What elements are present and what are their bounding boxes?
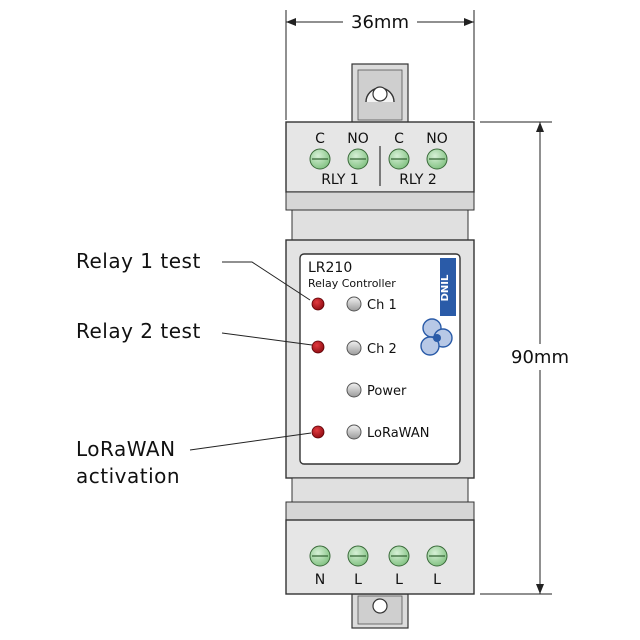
relay-1-test-button[interactable] — [311, 297, 325, 311]
terminal-screw[interactable] — [347, 148, 369, 170]
bottom-terminal-label: N — [315, 572, 325, 588]
led-label: Power — [367, 384, 407, 399]
terminal-screw[interactable] — [388, 545, 410, 567]
callout-label: Relay 1 test — [76, 249, 201, 273]
top-terminal-label: C — [315, 131, 325, 147]
top-terminal-label: NO — [426, 131, 448, 147]
din-clip-top — [351, 63, 409, 125]
width-dimension: 36mm — [285, 10, 475, 120]
height-dimension: 90mm — [480, 121, 576, 595]
bottom-terminal-label: L — [395, 572, 403, 588]
din-clip-bottom — [351, 593, 409, 629]
led-ch2: Ch 2 — [346, 340, 397, 357]
relay-group-label: RLY 2 — [399, 172, 437, 188]
callout-label: LoRaWAN — [76, 437, 176, 461]
model-name: LR210 — [308, 260, 352, 276]
led-label: Ch 1 — [367, 298, 397, 313]
terminal-screw[interactable] — [309, 545, 331, 567]
led-label: LoRaWAN — [367, 426, 429, 441]
model-subtitle: Relay Controller — [308, 277, 396, 290]
brand-logo: DNIL — [420, 258, 456, 356]
callout-lorawan: LoRaWAN activation — [76, 432, 312, 488]
top-terminal-label: NO — [347, 131, 369, 147]
callout-label: Relay 2 test — [76, 319, 201, 343]
bottom-terminal-label: L — [354, 572, 362, 588]
lorawan-activation-button[interactable] — [311, 425, 325, 439]
logo-text: DNIL — [440, 274, 451, 301]
terminal-screw[interactable] — [309, 148, 331, 170]
height-label: 90mm — [511, 347, 569, 368]
callout-relay-2: Relay 2 test — [76, 319, 313, 346]
top-terminal-label: C — [394, 131, 404, 147]
terminal-screw[interactable] — [347, 545, 369, 567]
front-panel: LR210 Relay Controller DNIL Ch 1 Ch 2 Po… — [299, 253, 461, 465]
callout-relay-1: Relay 1 test — [76, 249, 311, 301]
bottom-terminal-block: N L L L — [309, 545, 448, 588]
relay-group-label: RLY 1 — [321, 172, 359, 188]
bottom-terminal-label: L — [433, 572, 441, 588]
led-label: Ch 2 — [367, 342, 397, 357]
top-terminal-block: C NO C NO RLY 1 RLY 2 — [309, 131, 448, 188]
callout-label: activation — [76, 464, 180, 488]
terminal-screw[interactable] — [426, 148, 448, 170]
led-lorawan: LoRaWAN — [346, 424, 429, 441]
terminal-screw[interactable] — [426, 545, 448, 567]
terminal-screw[interactable] — [388, 148, 410, 170]
relay-2-test-button[interactable] — [311, 340, 325, 354]
led-ch1: Ch 1 — [346, 296, 397, 313]
led-power: Power — [346, 382, 407, 399]
width-label: 36mm — [351, 12, 409, 33]
